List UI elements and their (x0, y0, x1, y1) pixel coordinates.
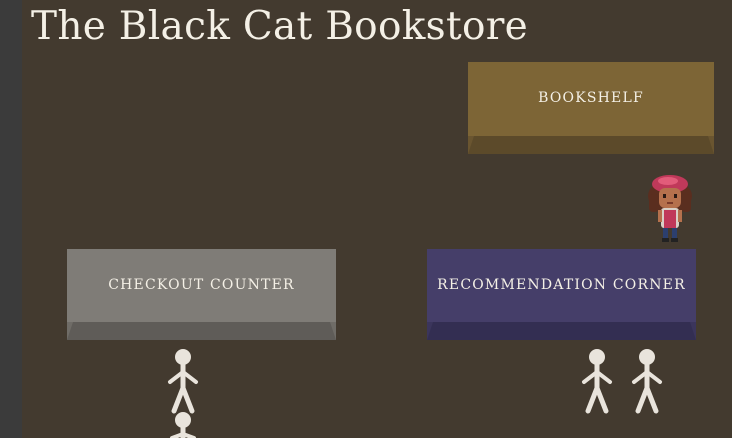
player-sprite-icon[interactable] (644, 172, 696, 242)
recommendation-corner-label: RECOMMENDATION CORNER (437, 276, 686, 293)
customer-stick-figure-icon[interactable] (630, 348, 664, 414)
checkout-counter-label: CHECKOUT COUNTER (108, 276, 295, 293)
checkout-counter-station[interactable]: CHECKOUT COUNTER (67, 249, 336, 340)
customer-stick-figure-icon[interactable] (166, 348, 200, 414)
recommendation-corner-station[interactable]: RECOMMENDATION CORNER (427, 249, 696, 340)
bookshelf-label: BOOKSHELF (538, 90, 644, 106)
customer-stick-figure-icon[interactable] (580, 348, 614, 414)
page-title: The Black Cat Bookstore (31, 4, 529, 49)
bookshelf-station[interactable]: BOOKSHELF (468, 62, 714, 154)
customer-stick-figure-icon[interactable] (166, 410, 200, 438)
left-edge-strip (0, 0, 22, 438)
